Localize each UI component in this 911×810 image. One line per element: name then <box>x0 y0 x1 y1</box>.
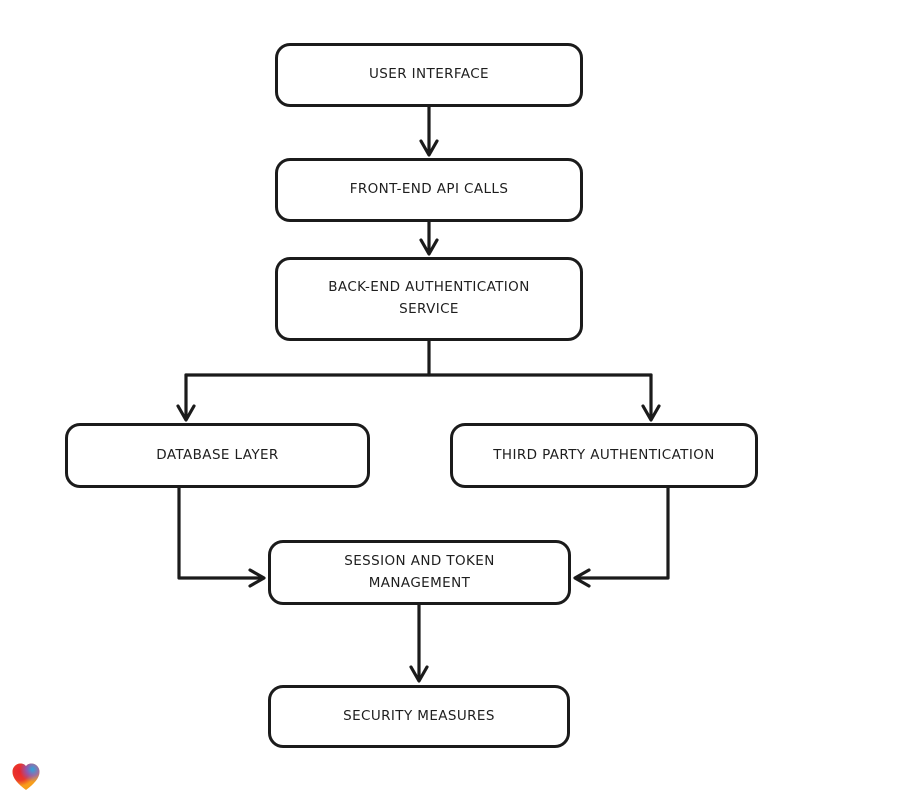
edge-session-and-token-management-to-security-measures <box>409 603 429 683</box>
node-label: SESSION AND TOKEN MANAGEMENT <box>344 552 495 591</box>
arrowhead-down-icon <box>641 404 661 422</box>
node-label: USER INTERFACE <box>369 66 489 83</box>
edge-front-end-api-calls-to-back-end-auth-service <box>419 220 439 256</box>
arrowhead-right-icon <box>248 568 266 588</box>
node-label: THIRD PARTY AUTHENTICATION <box>493 446 715 463</box>
node-label: FRONT-END API CALLS <box>349 181 509 198</box>
edge-database-layer-to-session-and-token-management <box>177 486 266 588</box>
heart-icon <box>12 763 40 790</box>
node-label: DATABASE LAYER <box>156 446 279 463</box>
node-label: BACK-END AUTHENTICATION SERVICE <box>328 279 530 317</box>
node-front-end-api-calls: FRONT-END API CALLS <box>275 158 583 222</box>
arrowhead-down-icon <box>176 404 196 422</box>
arrowhead-down-icon <box>419 238 439 256</box>
arrowhead-down-icon <box>409 665 429 683</box>
edge-user-interface-to-front-end-api-calls <box>419 105 439 157</box>
node-back-end-auth-service: BACK-END AUTHENTICATION SERVICE <box>275 257 583 341</box>
edge-back-end-auth-service-branch <box>176 339 661 422</box>
node-third-party-authentication: THIRD PARTY AUTHENTICATION <box>450 423 758 488</box>
arrowhead-down-icon <box>419 139 439 157</box>
node-label: SECURITY MEASURES <box>343 707 495 724</box>
node-session-and-token-management: SESSION AND TOKEN MANAGEMENT <box>268 540 571 605</box>
edge-third-party-authentication-to-session-and-token-management <box>573 486 670 588</box>
node-user-interface: USER INTERFACE <box>275 43 583 107</box>
node-security-measures: SECURITY MEASURES <box>268 685 570 748</box>
arrowhead-left-icon <box>573 568 591 588</box>
node-database-layer: DATABASE LAYER <box>65 423 370 488</box>
